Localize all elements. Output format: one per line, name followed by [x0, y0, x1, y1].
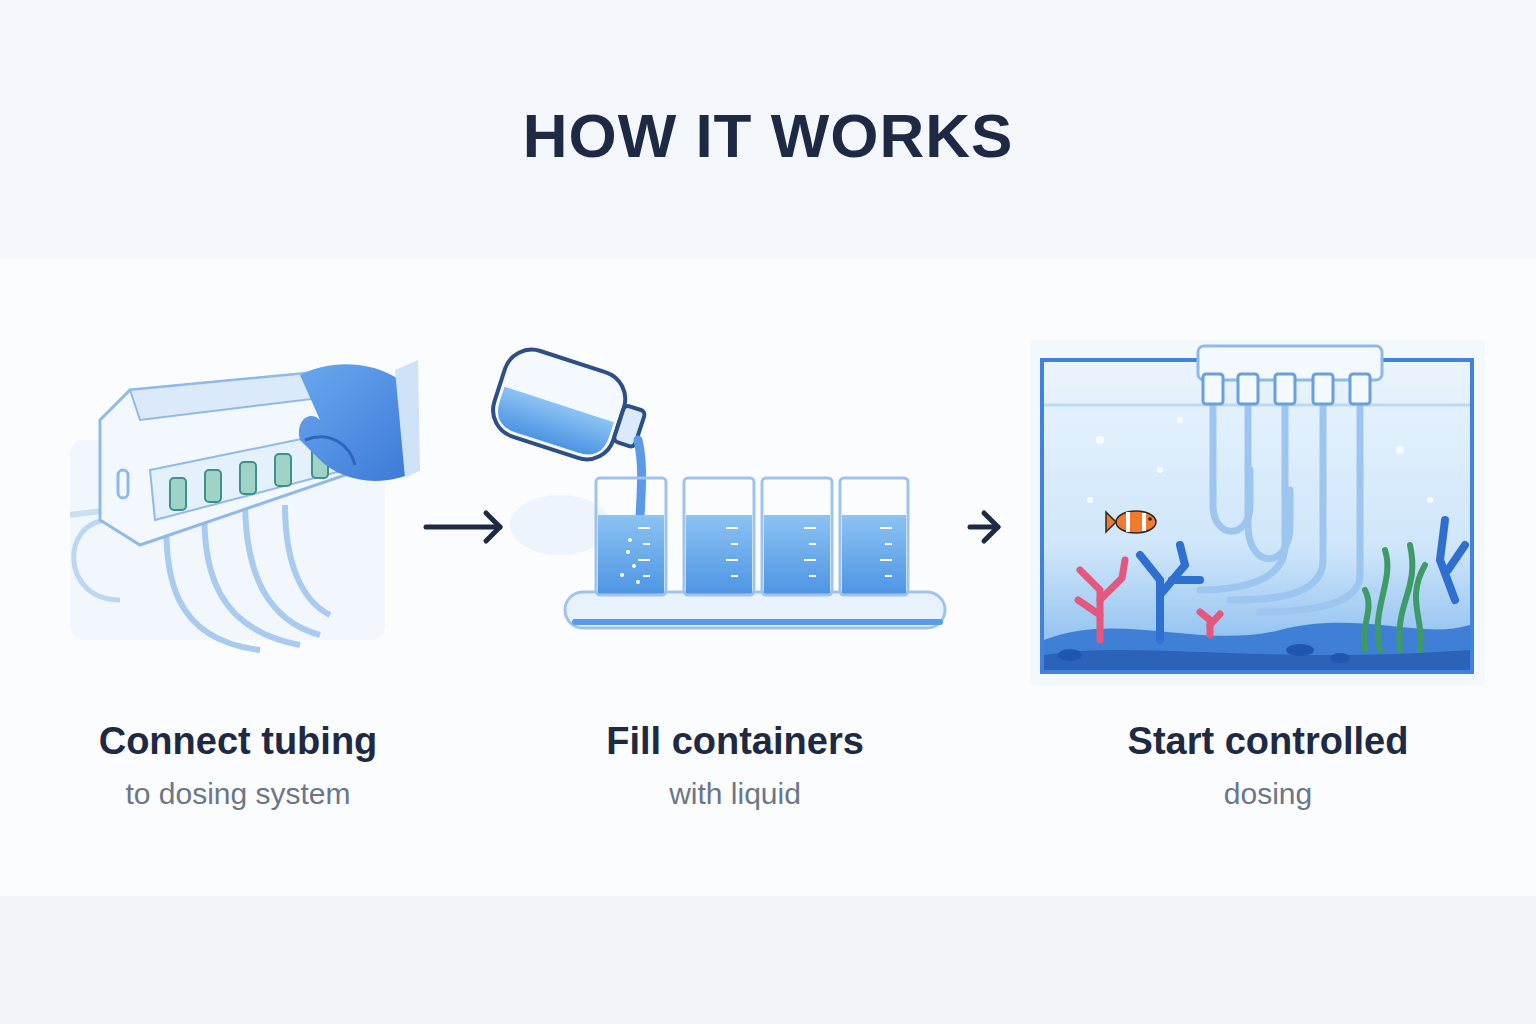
step-panel: Fill containers with liquid: [510, 330, 960, 830]
bottom-band: [0, 896, 1536, 1024]
diagram-title: HOW IT WORKS: [0, 100, 1536, 171]
step-heading: Connect tubing: [60, 720, 416, 763]
beakers: [596, 478, 908, 595]
step-panel: Start controlled dosing: [1008, 330, 1528, 830]
step-heading: Fill containers: [510, 720, 960, 763]
flow-arrow: [970, 513, 998, 541]
step-heading: Start controlled: [1008, 720, 1528, 763]
flow-arrow: [426, 513, 500, 541]
step-subtext: dosing: [1008, 777, 1528, 811]
step-subtext: with liquid: [510, 777, 960, 811]
containers-illustration: [486, 342, 945, 628]
aquarium: [1030, 340, 1485, 685]
dosing-pump: [70, 360, 420, 650]
step-panel: Connect tubing to dosing system: [60, 330, 416, 830]
clownfish: [1106, 511, 1156, 533]
step-subtext: to dosing system: [60, 777, 416, 811]
